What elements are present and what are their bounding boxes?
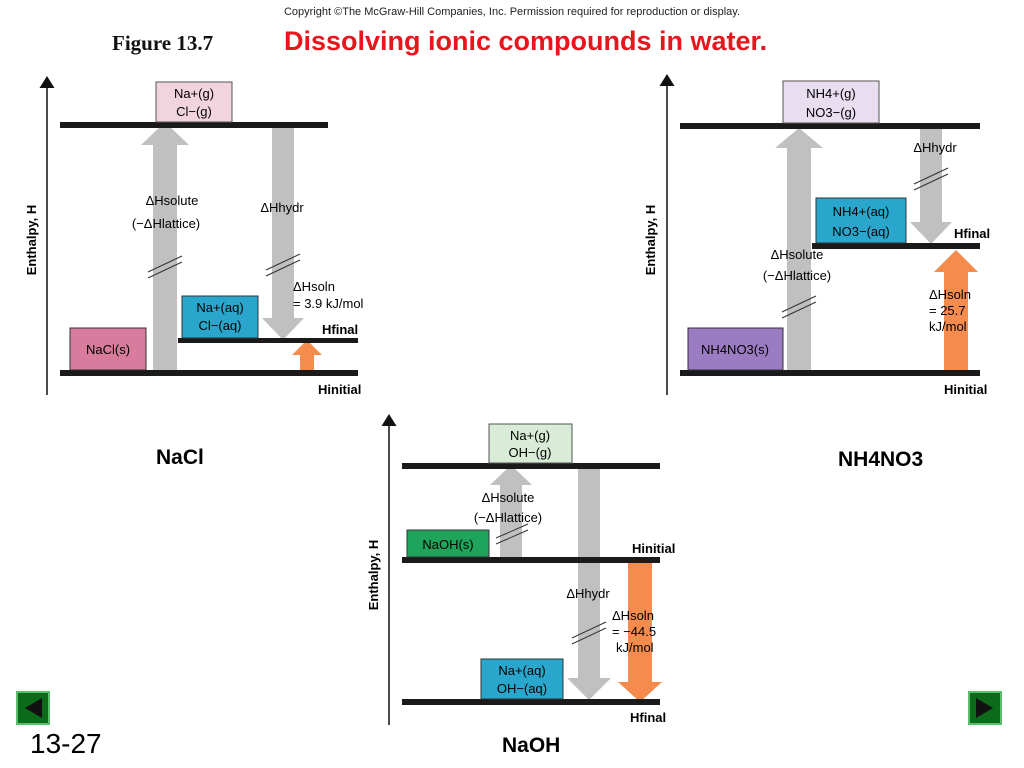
nacl-solute-arrow (141, 122, 189, 372)
slide-number: 13-27 (30, 728, 102, 759)
naoh-dh-solute: ΔHsolute (482, 490, 535, 505)
naoh-dh-soln-label: ΔHsoln (612, 608, 654, 623)
nh4no3-dh-lattice: (−ΔHlattice) (763, 268, 831, 283)
naoh-dh-lattice: (−ΔHlattice) (474, 510, 542, 525)
svg-text:NO3−(aq): NO3−(aq) (832, 224, 889, 239)
naoh-axis-label: Enthalpy, H (366, 540, 381, 611)
nh4no3-gas-box (782, 80, 880, 124)
svg-text:NaCl(s): NaCl(s) (86, 342, 130, 357)
naoh-final-level (402, 699, 660, 705)
previous-slide-button[interactable] (16, 691, 50, 725)
naoh-h-final: Hfinal (630, 710, 666, 725)
nh4no3-dh-solute: ΔHsolute (771, 247, 824, 262)
svg-text:OH−(g): OH−(g) (509, 445, 552, 460)
triangle-right-icon (976, 698, 993, 718)
nh4no3-h-final: Hfinal (954, 226, 990, 241)
nacl-dh-hydr: ΔHhydr (260, 200, 304, 215)
naoh-hydr-arrow (567, 468, 611, 700)
naoh-diagram: Enthalpy, H Na+(g) OH−(g) NaOH(s) Na+(aq… (366, 414, 675, 725)
next-slide-button[interactable] (968, 691, 1002, 725)
copyright-notice: Copyright ©The McGraw-Hill Companies, In… (283, 6, 741, 18)
nh4no3-solute-arrow (775, 128, 823, 372)
nh4no3-final-level (812, 243, 980, 249)
nacl-initial-level (60, 370, 358, 376)
svg-text:NH4+(g): NH4+(g) (806, 86, 856, 101)
svg-text:NH4NO3(s): NH4NO3(s) (701, 342, 769, 357)
naoh-solute-arrow (490, 465, 532, 558)
naoh-dh-hydr: ΔHhydr (566, 586, 610, 601)
nacl-soln-arrow (292, 340, 322, 372)
naoh-aq-box (480, 658, 564, 700)
svg-text:OH−(aq): OH−(aq) (497, 681, 547, 696)
caption-nacl: NaCl (156, 446, 204, 469)
nh4no3-h-initial: Hinitial (944, 382, 987, 397)
svg-text:NaOH(s): NaOH(s) (422, 537, 473, 552)
nacl-h-final: Hfinal (322, 322, 358, 337)
naoh-dh-soln-value: = −44.5 (612, 624, 656, 639)
nacl-hydr-arrow (262, 128, 304, 340)
svg-text:Cl−(aq): Cl−(aq) (199, 318, 242, 333)
svg-text:Na+(g): Na+(g) (510, 428, 550, 443)
figure-label: Figure 13.7 (112, 31, 214, 55)
caption-nh4no3: NH4NO3 (838, 448, 924, 471)
nh4no3-dh-soln-value: = 25.7 (929, 303, 966, 318)
nh4no3-gas-level (680, 123, 980, 129)
nacl-solid-box (69, 327, 147, 371)
nh4no3-axis-label: Enthalpy, H (643, 205, 658, 276)
nacl-solute-break (147, 255, 183, 273)
svg-text:NH4+(aq): NH4+(aq) (833, 204, 890, 219)
nh4no3-hydr-arrow (910, 128, 952, 244)
svg-text:Cl−(g): Cl−(g) (176, 104, 212, 119)
caption-naoh: NaOH (502, 734, 561, 757)
naoh-gas-box (488, 423, 573, 464)
nh4no3-dh-hydr: ΔHhydr (913, 140, 957, 155)
slide-title: Dissolving ionic compounds in water. (284, 26, 768, 56)
naoh-h-initial: Hinitial (632, 541, 675, 556)
nacl-axis-label: Enthalpy, H (24, 205, 39, 276)
naoh-gas-level (402, 463, 660, 469)
svg-text:NO3−(g): NO3−(g) (806, 105, 856, 120)
nacl-dh-soln-label: ΔHsoln (293, 279, 335, 294)
nacl-h-initial: Hinitial (318, 382, 361, 397)
nacl-gas-box (155, 81, 233, 123)
naoh-soln-arrow (618, 563, 662, 702)
svg-text:Na+(aq): Na+(aq) (498, 663, 545, 678)
nacl-dh-soln-value: = 3.9 kJ/mol (293, 296, 364, 311)
nacl-diagram: Enthalpy, H Na+(g) Cl−(g) Na+(aq) Cl−(aq… (24, 76, 364, 397)
naoh-dh-soln-unit: kJ/mol (616, 640, 654, 655)
nh4no3-aq-box (815, 197, 907, 244)
svg-text:Na+(g): Na+(g) (174, 86, 214, 101)
nacl-aq-box (181, 295, 259, 339)
triangle-left-icon (25, 698, 42, 718)
nh4no3-dh-soln-label: ΔHsoln (929, 287, 971, 302)
svg-text:Na+(aq): Na+(aq) (196, 300, 243, 315)
nh4no3-diagram: Enthalpy, H NH4+(g) NO3−(g) NH4+(aq) NO3… (643, 74, 990, 397)
nacl-dh-solute: ΔHsolute (146, 193, 199, 208)
nacl-final-level (178, 338, 358, 343)
nh4no3-dh-soln-unit: kJ/mol (929, 319, 967, 334)
nacl-gas-level (60, 122, 328, 128)
nacl-dh-lattice: (−ΔHlattice) (132, 216, 200, 231)
nh4no3-solid-box (687, 327, 784, 371)
nh4no3-soln-arrow (934, 250, 978, 372)
naoh-initial-level (402, 557, 660, 563)
naoh-solid-box (406, 529, 490, 558)
nh4no3-initial-level (680, 370, 980, 376)
